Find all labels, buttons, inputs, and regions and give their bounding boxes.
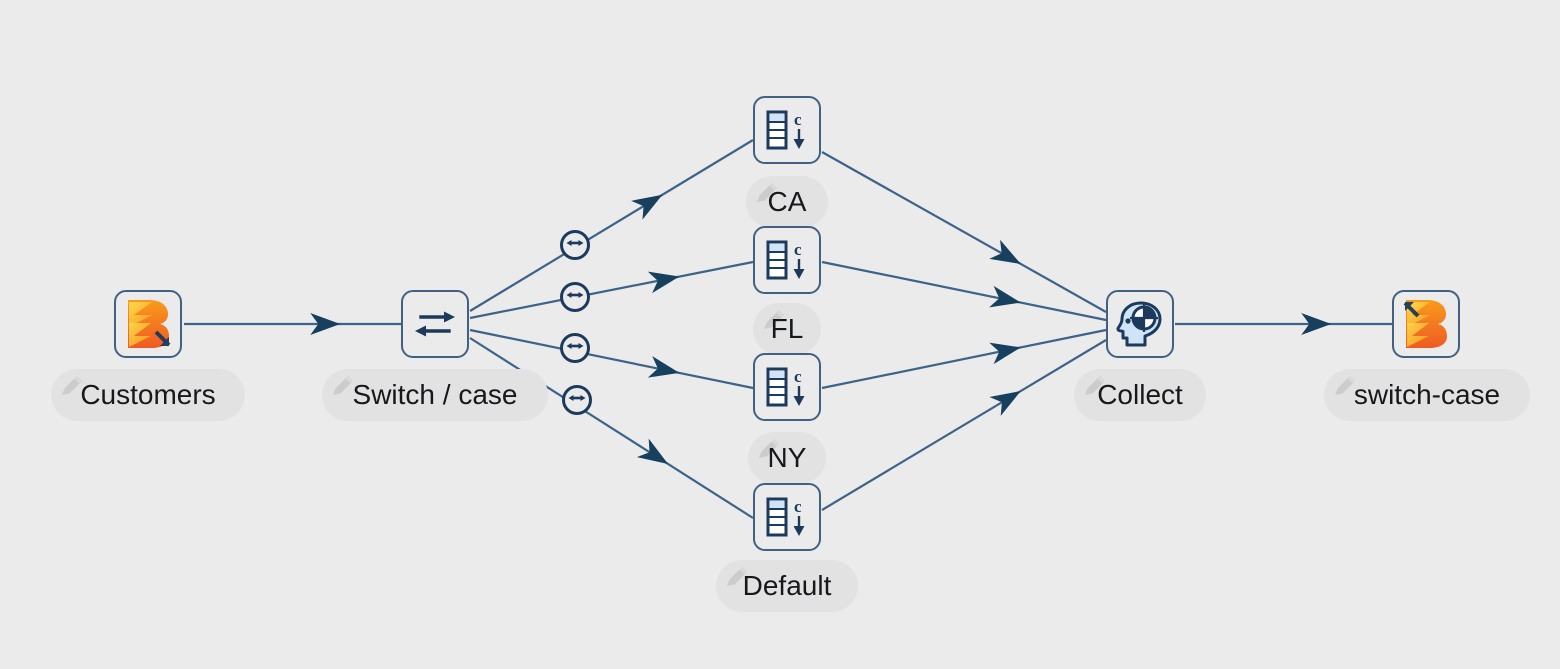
edge-switch-to-default[interactable] (469, 337, 754, 519)
node-label-text: Switch / case (352, 379, 518, 410)
edit-pencil-icon[interactable] (1082, 373, 1108, 399)
node-label-branch-ca[interactable]: CA (746, 176, 828, 228)
edit-pencil-icon[interactable] (754, 180, 780, 206)
node-label-branch-default[interactable]: Default (716, 560, 858, 612)
bidirectional-arrow-icon (566, 339, 584, 357)
edge-switch-to-ny[interactable] (469, 328, 754, 390)
head-target-icon (1115, 300, 1165, 348)
node-label-text: Default (742, 570, 832, 601)
column-sort-descending-icon: c (763, 495, 811, 539)
edge-arrowhead-icon (1301, 313, 1332, 335)
edge-arrowhead-icon (989, 239, 1021, 264)
edge-arrowhead-icon (647, 271, 680, 294)
node-label-customers[interactable]: Customers (51, 369, 245, 421)
column-sort-descending-icon: c (763, 365, 811, 409)
node-label-text: switch-case (1353, 379, 1501, 410)
edge-fl-to-collect[interactable] (821, 260, 1107, 322)
edge-arrowhead-icon (647, 356, 680, 378)
edit-pencil-icon[interactable] (330, 373, 356, 399)
edge-ny-to-collect[interactable] (821, 328, 1107, 390)
edge-condition-badge-switch-to-ca[interactable] (560, 230, 590, 260)
node-branch-fl[interactable]: c (753, 226, 821, 294)
node-switch-case-node[interactable] (401, 290, 469, 358)
edge-arrowhead-icon (989, 285, 1021, 308)
edge-arrowhead-icon (989, 391, 1021, 416)
edge-line[interactable] (469, 328, 754, 390)
edge-arrowhead-icon (631, 194, 663, 220)
edge-default-to-collect[interactable] (821, 339, 1107, 511)
node-branch-default[interactable]: c (753, 483, 821, 551)
column-sort-descending-icon: c (763, 238, 811, 282)
node-customers[interactable] (114, 290, 182, 358)
node-label-text: Collect (1097, 379, 1183, 410)
edge-line[interactable] (821, 339, 1107, 511)
svg-text:c: c (794, 367, 802, 386)
node-label-switch-case-node[interactable]: Switch / case (322, 369, 548, 421)
node-label-text: NY (767, 442, 807, 473)
edge-arrowhead-icon (310, 313, 341, 335)
bigquery-source-logo-icon (120, 296, 176, 352)
bigquery-sink-logo-icon (1398, 296, 1454, 352)
node-switch-case-output[interactable] (1392, 290, 1460, 358)
edge-line[interactable] (821, 260, 1107, 322)
edit-pencil-icon[interactable] (761, 307, 787, 333)
switch-arrows-icon (411, 304, 459, 344)
edge-collect-to-output[interactable] (1175, 313, 1392, 335)
edge-switch-to-fl[interactable] (469, 260, 754, 320)
edge-line[interactable] (821, 328, 1107, 390)
edge-arrowhead-icon (636, 438, 669, 464)
node-collect[interactable] (1106, 290, 1174, 358)
node-label-branch-ny[interactable]: NY (748, 432, 826, 484)
node-branch-ca[interactable]: c (753, 96, 821, 164)
edge-ca-to-collect[interactable] (821, 151, 1107, 313)
edge-arrowhead-icon (989, 342, 1021, 365)
svg-text:c: c (794, 110, 802, 129)
edge-customers-to-switch[interactable] (184, 313, 401, 335)
edge-switch-to-ca[interactable] (469, 139, 754, 312)
edit-pencil-icon[interactable] (1332, 373, 1358, 399)
edit-pencil-icon[interactable] (59, 373, 85, 399)
node-label-text: FL (770, 313, 804, 344)
edge-condition-badge-switch-to-ny[interactable] (560, 333, 590, 363)
node-label-text: CA (767, 186, 807, 217)
svg-text:c: c (794, 497, 802, 516)
bidirectional-arrow-icon (566, 288, 584, 306)
edge-line[interactable] (469, 337, 754, 519)
svg-text:c: c (794, 240, 802, 259)
edge-condition-badge-switch-to-fl[interactable] (560, 282, 590, 312)
edit-pencil-icon[interactable] (756, 436, 782, 462)
edge-line[interactable] (821, 151, 1107, 313)
bidirectional-arrow-icon (566, 236, 584, 254)
edge-line[interactable] (469, 260, 754, 320)
node-label-switch-case-output[interactable]: switch-case (1324, 369, 1530, 421)
node-label-collect[interactable]: Collect (1074, 369, 1206, 421)
column-sort-descending-icon: c (763, 108, 811, 152)
edge-line[interactable] (469, 139, 754, 312)
node-label-branch-fl[interactable]: FL (753, 303, 821, 355)
node-label-text: Customers (80, 379, 216, 410)
node-branch-ny[interactable]: c (753, 353, 821, 421)
edge-condition-badge-switch-to-default[interactable] (562, 385, 592, 415)
bidirectional-arrow-icon (568, 391, 586, 409)
edit-pencil-icon[interactable] (724, 564, 750, 590)
